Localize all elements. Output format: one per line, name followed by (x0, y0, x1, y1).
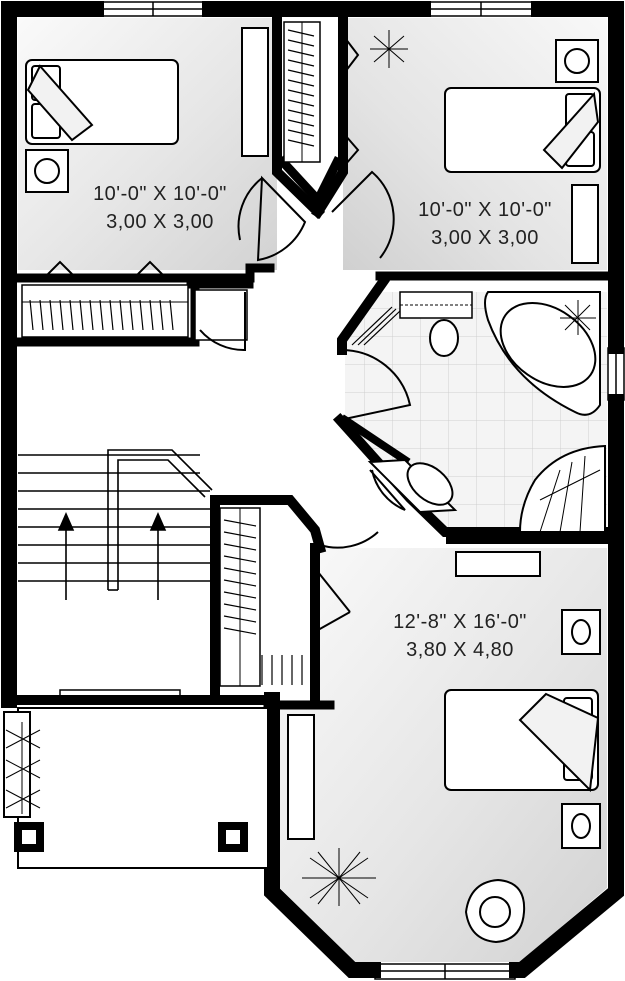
room-label-master-bedroom: 12'-8" X 16'-0" 3,80 X 4,80 (370, 608, 550, 664)
plant-icon (302, 848, 376, 906)
door-closet (344, 37, 360, 166)
door-top-left (256, 175, 307, 262)
doors (199, 37, 412, 631)
room-label-bedroom-top-left: 10'-0" X 10'-0" 3,00 X 3,00 (65, 180, 255, 236)
furniture (25, 27, 601, 944)
plant-icon (5, 722, 41, 814)
jet-icon (560, 300, 596, 335)
door-bath-linen (369, 469, 406, 511)
door-bath (339, 349, 412, 421)
room-dimensions-imperial: 10'-0" X 10'-0" (93, 183, 227, 205)
planter (3, 711, 31, 818)
room-dimensions-imperial: 12'-8" X 16'-0" (393, 611, 527, 633)
dresser (241, 27, 269, 157)
room-dimensions-imperial: 10'-0" X 10'-0" (418, 199, 552, 221)
staircase (18, 449, 213, 600)
door-hall-closet (199, 292, 246, 352)
closets (21, 21, 473, 687)
room-label-bedroom-top-right: 10'-0" X 10'-0" 3,00 X 3,00 (395, 196, 575, 252)
balcony (3, 707, 269, 869)
dresser (571, 184, 599, 264)
room-dimensions-metric: 3,00 X 3,00 (106, 211, 214, 233)
bathroom-fixtures (367, 291, 606, 533)
room-dimensions-metric: 3,00 X 3,00 (431, 227, 539, 249)
shower (518, 444, 606, 533)
toilet (429, 319, 459, 357)
master-bedroom-floor (280, 548, 607, 962)
plant-icon (370, 30, 408, 68)
dresser (455, 551, 541, 577)
room-dimensions-metric: 3,80 X 4,80 (406, 639, 514, 661)
armchair-icon (464, 878, 526, 944)
sink-counter (367, 458, 458, 514)
door-master-closet (317, 571, 351, 631)
door-master (319, 531, 379, 549)
dresser (287, 714, 315, 840)
door-top-right (331, 170, 395, 259)
